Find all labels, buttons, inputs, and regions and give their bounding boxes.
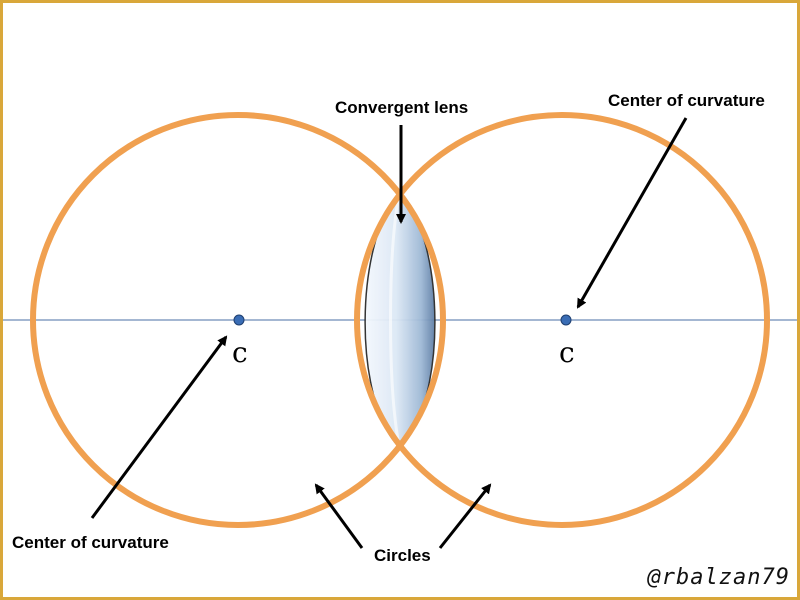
- arrow-circle-right: [438, 483, 492, 549]
- label-center-of-curvature-right: Center of curvature: [608, 91, 765, 110]
- label-circles: Circles: [374, 546, 431, 565]
- label-center-of-curvature-left: Center of curvature: [12, 533, 169, 552]
- arrow-center-right: [576, 117, 688, 309]
- c-label-left: c: [232, 336, 248, 369]
- right-circle: [354, 112, 770, 528]
- left-center-dot: [233, 314, 245, 326]
- arrow-center-left: [90, 335, 228, 519]
- label-convergent-lens: Convergent lens: [335, 98, 468, 117]
- right-center-dot: [560, 314, 572, 326]
- arrow-circle-left: [314, 483, 364, 549]
- lens-highlight: [389, 199, 400, 441]
- left-circle: [30, 112, 446, 528]
- author-signature: @rbalzan79: [647, 565, 790, 590]
- c-label-right: c: [559, 336, 575, 369]
